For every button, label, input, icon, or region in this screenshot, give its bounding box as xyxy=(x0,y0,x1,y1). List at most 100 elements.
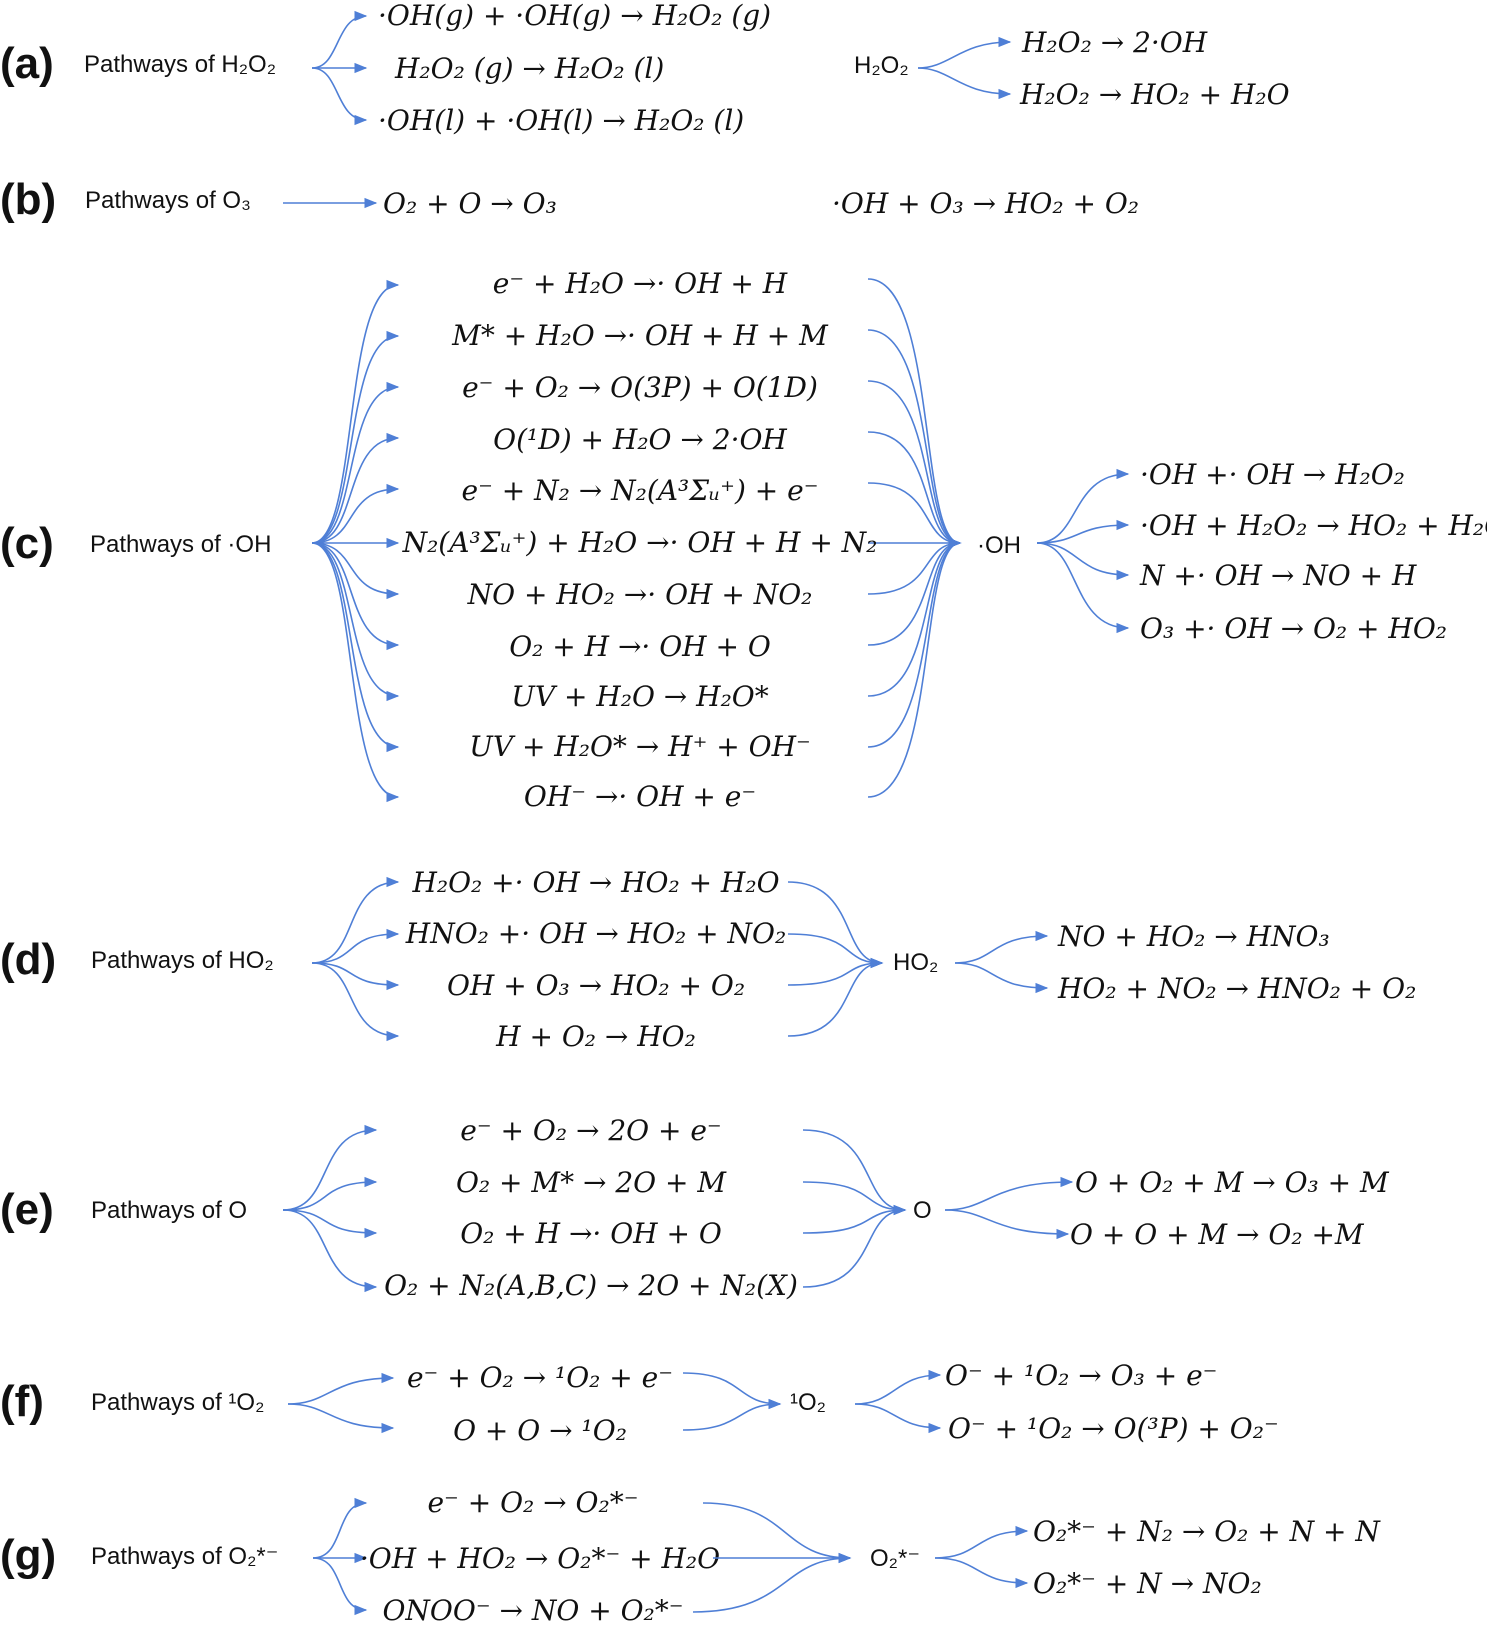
panel-d-arrow xyxy=(787,957,884,1037)
panel-a-label: Pathways of H₂O₂ xyxy=(84,51,276,78)
panel-c-formation-eq: O(¹D) + H₂O → 2·OH xyxy=(493,423,787,456)
panel-g-arrow xyxy=(312,1557,368,1616)
panel-g-formation-eq: e⁻ + O₂ → O₂*⁻ xyxy=(427,1486,638,1519)
panel-d-arrow xyxy=(954,962,1049,994)
panel-d-consumption-eq: HO₂ + NO₂ → HNO₂ + O₂ xyxy=(1057,972,1416,1005)
panel-g-letter: (g) xyxy=(0,1531,56,1580)
panel-f-arrow xyxy=(854,1369,942,1405)
panel-e-consumption-eq: O + O + M → O₂ +M xyxy=(1070,1218,1365,1251)
panel-d-formation-eq: HNO₂ +· OH → HO₂ + NO₂ xyxy=(405,917,786,950)
panel-c-arrow xyxy=(311,542,400,600)
panel-d-formation-eq: OH + O₃ → HO₂ + O₂ xyxy=(447,969,745,1002)
panel-c-formation-eq: M* + H₂O →· OH + H + M xyxy=(451,319,829,352)
panel-b-label: Pathways of O₃ xyxy=(85,187,251,214)
panel-d-arrow xyxy=(311,962,400,1042)
panel-c-formation-eq: O₂ + H →· OH + O xyxy=(509,630,771,663)
panel-a-consumption-eq: H₂O₂ → 2·OH xyxy=(1021,26,1208,59)
panel-c-arrow xyxy=(311,381,400,544)
panel-e-arrow xyxy=(282,1209,378,1239)
panel-c-arrow xyxy=(311,542,400,651)
panel-f-arrow xyxy=(682,1372,782,1410)
panel-c-arrow xyxy=(1036,542,1130,581)
panel-e-arrow xyxy=(282,1124,378,1211)
panel-c-consumption-eq: ·OH + H₂O₂ → HO₂ + H₂O xyxy=(1140,509,1487,542)
panel-d-arrow xyxy=(787,881,884,969)
panel-d-arrow xyxy=(787,933,884,969)
panel-c: (c) Pathways of ·OH e⁻ + H₂O →· OH + H M… xyxy=(0,267,1487,813)
panel-f: (f) Pathways of ¹O₂ e⁻ + O₂ → ¹O₂ + e⁻ O… xyxy=(0,1359,1279,1447)
panel-e-formation-arrows xyxy=(282,1124,378,1293)
panel-f-letter: (f) xyxy=(0,1377,44,1426)
panel-e-merge-arrows xyxy=(802,1129,907,1288)
panel-b-consumption-eq: ·OH + O₃ → HO₂ + O₂ xyxy=(832,187,1139,220)
panel-c-arrow xyxy=(867,537,962,595)
panel-a-formation-eq: ·OH(g) + ·OH(g) → H₂O₂ (g) xyxy=(378,0,771,32)
panel-d-merge-arrows xyxy=(787,881,884,1037)
panel-c-formation-eq: UV + H₂O* → H⁺ + OH⁻ xyxy=(469,730,811,763)
panel-a-arrow xyxy=(311,67,368,126)
panel-d-formation-eq: H₂O₂ +· OH → HO₂ + H₂O xyxy=(411,866,779,899)
panel-d-arrow xyxy=(311,876,400,964)
panel-c-arrow xyxy=(311,542,400,753)
panel-e: (e) Pathways of O e⁻ + O₂ → 2O + e⁻ O₂ +… xyxy=(0,1114,1390,1302)
panel-c-formation-eq: NO + HO₂ →· OH + NO₂ xyxy=(467,578,813,611)
panel-c-formation-eq: e⁻ + N₂ → N₂(A³Σᵤ⁺) + e⁻ xyxy=(462,474,819,507)
panel-a: (a) Pathways of H₂O₂ ·OH(g) + ·OH(g) → H… xyxy=(0,0,1290,137)
panel-a-consumption-eq: H₂O₂ → HO₂ + H₂O xyxy=(1019,78,1290,111)
panel-f-consumption-eq: O⁻ + ¹O₂ → O₃ + e⁻ xyxy=(945,1359,1217,1392)
panel-f-formation-eq: O + O → ¹O₂ xyxy=(453,1414,627,1447)
panel-c-formation-arrows xyxy=(311,279,400,803)
panel-e-arrow xyxy=(802,1204,907,1288)
panel-e-formation-eq: O₂ + H →· OH + O xyxy=(460,1217,722,1250)
panel-c-formation-eq: N₂(A³Σᵤ⁺) + H₂O →· OH + H + N₂ xyxy=(402,526,878,559)
panel-g-arrow xyxy=(692,1552,852,1613)
panel-c-arrow xyxy=(867,537,962,697)
panel-c-letter: (c) xyxy=(0,519,54,568)
panel-a-arrow xyxy=(917,36,1012,69)
panel-g-label: Pathways of O₂*⁻ xyxy=(91,1543,278,1570)
panel-e-label: Pathways of O xyxy=(91,1197,247,1224)
panel-c-arrow xyxy=(867,482,962,549)
panel-c-merge-arrows xyxy=(867,278,962,798)
panel-c-arrow xyxy=(1036,468,1130,544)
panel-g-consumption-eq: O₂*⁻ + N → NO₂ xyxy=(1033,1567,1262,1600)
panel-g-formation-eq: ·OH + HO₂ → O₂*⁻ + H₂O xyxy=(360,1542,720,1575)
panel-c-arrow xyxy=(867,431,962,549)
panel-a-arrow xyxy=(311,10,368,69)
panel-c-arrow xyxy=(867,278,962,549)
panel-c-arrow xyxy=(311,330,400,544)
panel-d-formation-arrows xyxy=(311,876,400,1042)
panel-c-consumption-eq: N +· OH → NO + H xyxy=(1139,559,1417,592)
panel-b: (b) Pathways of O₃ O₂ + O → O₃ ·OH + O₃ … xyxy=(0,175,1139,224)
panel-a-formation-eq: ·OH(l) + ·OH(l) → H₂O₂ (l) xyxy=(378,104,744,137)
panel-e-species: O xyxy=(913,1197,932,1224)
panel-g-species: O₂*⁻ xyxy=(870,1545,920,1572)
panel-c-arrow xyxy=(311,542,400,803)
panel-c-arrow xyxy=(867,380,962,549)
panel-b-letter: (b) xyxy=(0,175,56,224)
panel-d-consumption-eq: NO + HO₂ → HNO₃ xyxy=(1057,920,1330,953)
panel-c-formation-eq: UV + H₂O → H₂O* xyxy=(511,680,769,713)
panel-f-arrow xyxy=(854,1403,942,1434)
panel-f-arrow xyxy=(682,1398,782,1431)
panel-e-arrow xyxy=(282,1209,378,1293)
panel-c-arrow xyxy=(1036,519,1130,544)
panel-f-arrow xyxy=(287,1372,395,1405)
panel-d-label: Pathways of HO₂ xyxy=(91,947,274,974)
panel-c-arrow xyxy=(311,279,400,544)
panel-e-arrow xyxy=(944,1209,1070,1240)
panel-g-arrow xyxy=(934,1557,1029,1589)
panel-c-arrow xyxy=(867,537,962,748)
panel-d-letter: (d) xyxy=(0,935,56,984)
panel-c-arrow xyxy=(867,537,962,798)
panel-c-species: ·OH xyxy=(977,532,1021,559)
panel-d-species: HO₂ xyxy=(893,949,938,976)
panel-g: (g) Pathways of O₂*⁻ e⁻ + O₂ → O₂*⁻ ·OH … xyxy=(0,1486,1381,1627)
panel-d-arrow xyxy=(311,928,400,964)
panel-a-arrow xyxy=(917,67,1012,100)
panel-d-arrow xyxy=(954,930,1049,964)
panel-g-consumption-eq: O₂*⁻ + N₂ → O₂ + N + N xyxy=(1033,1515,1381,1548)
panel-g-arrow xyxy=(934,1525,1029,1559)
panel-c-arrow xyxy=(867,329,962,549)
panel-c-consumption-eq: ·OH +· OH → H₂O₂ xyxy=(1140,458,1405,491)
